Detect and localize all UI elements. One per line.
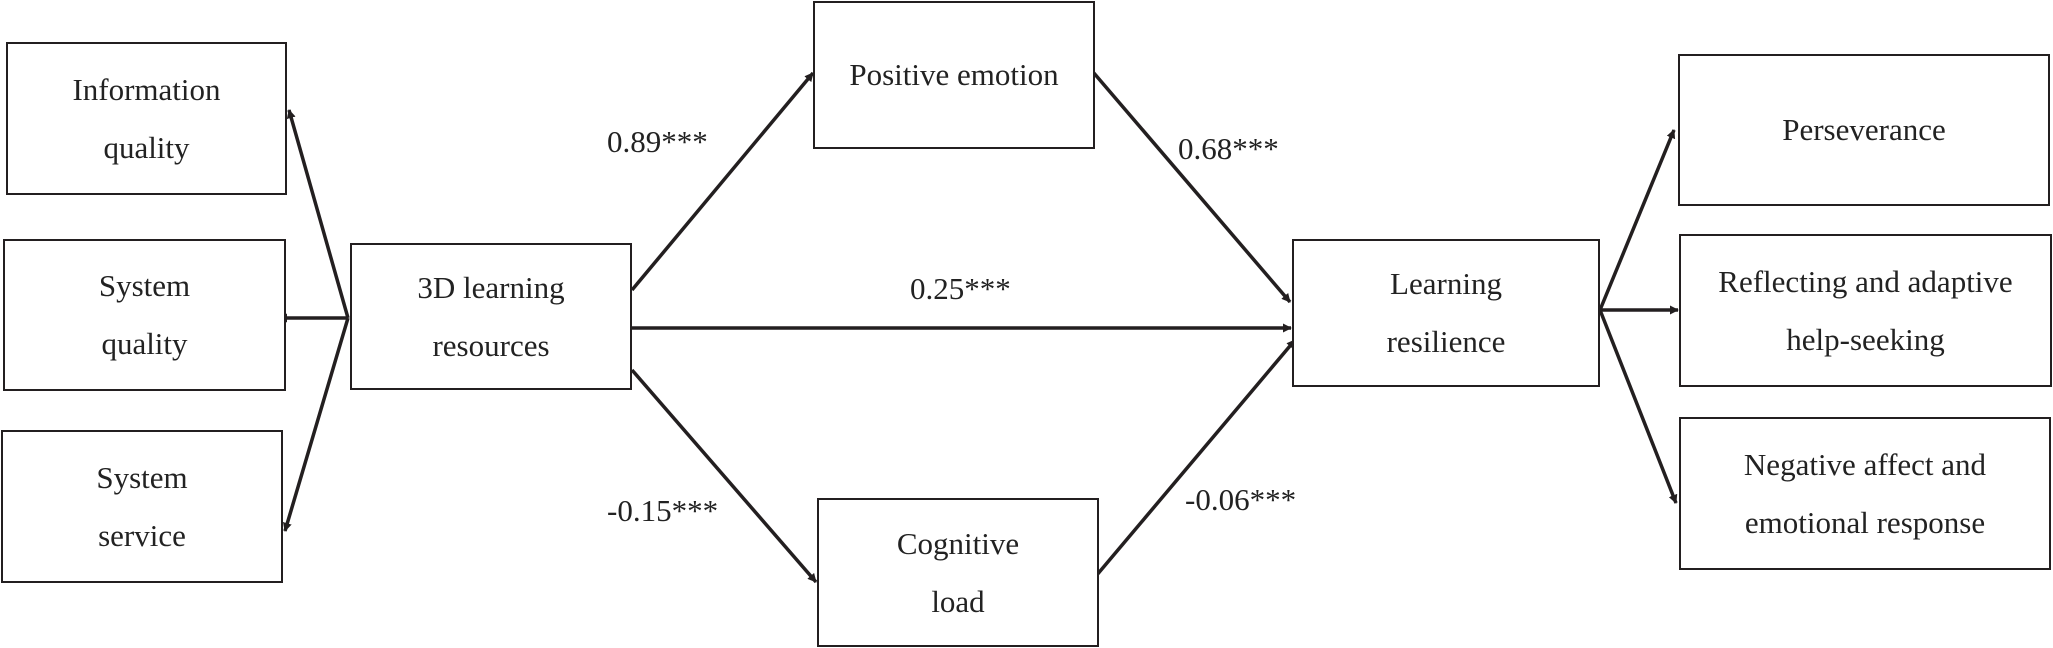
node-label-line: emotional response bbox=[1744, 504, 1986, 540]
node-label-line: Information bbox=[72, 71, 221, 107]
node-information-quality: Information quality bbox=[6, 42, 287, 195]
node-system-service: System service bbox=[1, 430, 283, 583]
node-label-line: System bbox=[96, 459, 188, 495]
node-cognitive-load: Cognitive load bbox=[817, 498, 1099, 647]
arrow-resources-to-positive-emotion bbox=[630, 71, 815, 292]
node-label-line: service bbox=[98, 517, 186, 553]
node-label-line: quality bbox=[103, 129, 190, 165]
node-label-line: 3D learning bbox=[417, 269, 565, 305]
arrow-resilience-to-perseverance bbox=[1598, 129, 1676, 311]
node-label-line: quality bbox=[101, 326, 188, 361]
node-label-line: load bbox=[931, 583, 985, 619]
node-label-line: Perseverance bbox=[1782, 112, 1946, 147]
coefficient-resources-to-resilience: 0.25*** bbox=[910, 271, 1011, 306]
node-label-line: Learning bbox=[1390, 266, 1502, 301]
arrow-resilience-to-negative-affect bbox=[1598, 309, 1678, 504]
node-system-quality: System quality bbox=[3, 239, 286, 391]
arrow-resources-to-cognitive-load bbox=[630, 368, 818, 584]
node-label-line: System bbox=[98, 268, 191, 303]
coefficient-resources-to-positive: 0.89*** bbox=[607, 124, 708, 159]
node-perseverance: Perseverance bbox=[1678, 54, 2050, 206]
node-label-line: help-seeking bbox=[1786, 321, 1945, 357]
arrow-resources-to-information-quality bbox=[286, 109, 350, 319]
node-reflecting-adaptive-help-seeking: Reflecting and adaptive help-seeking bbox=[1679, 234, 2052, 387]
node-label-line: Cognitive bbox=[896, 525, 1020, 561]
arrow-positive-emotion-to-learning-resilience bbox=[1091, 70, 1292, 304]
arrow-cognitive-load-to-learning-resilience bbox=[1094, 338, 1297, 578]
coefficient-cognitive-to-resilience: -0.06*** bbox=[1185, 482, 1297, 517]
node-label-line: Positive emotion bbox=[849, 57, 1059, 92]
node-label-line: Negative affect and bbox=[1743, 446, 1987, 482]
node-negative-affect-emotional-response: Negative affect and emotional response bbox=[1679, 417, 2051, 570]
node-learning-resilience: Learning resilience bbox=[1292, 239, 1600, 387]
node-positive-emotion: Positive emotion bbox=[813, 1, 1095, 149]
coefficient-resources-to-cognitive: -0.15*** bbox=[607, 493, 719, 528]
coefficient-positive-to-resilience: 0.68*** bbox=[1178, 131, 1279, 166]
node-3d-learning-resources: 3D learning resources bbox=[350, 243, 632, 390]
arrow-resources-to-system-service bbox=[282, 317, 350, 532]
node-label-line: resilience bbox=[1386, 324, 1506, 359]
node-label-line: resources bbox=[432, 327, 550, 363]
node-label-line: Reflecting and adaptive bbox=[1718, 263, 2013, 299]
